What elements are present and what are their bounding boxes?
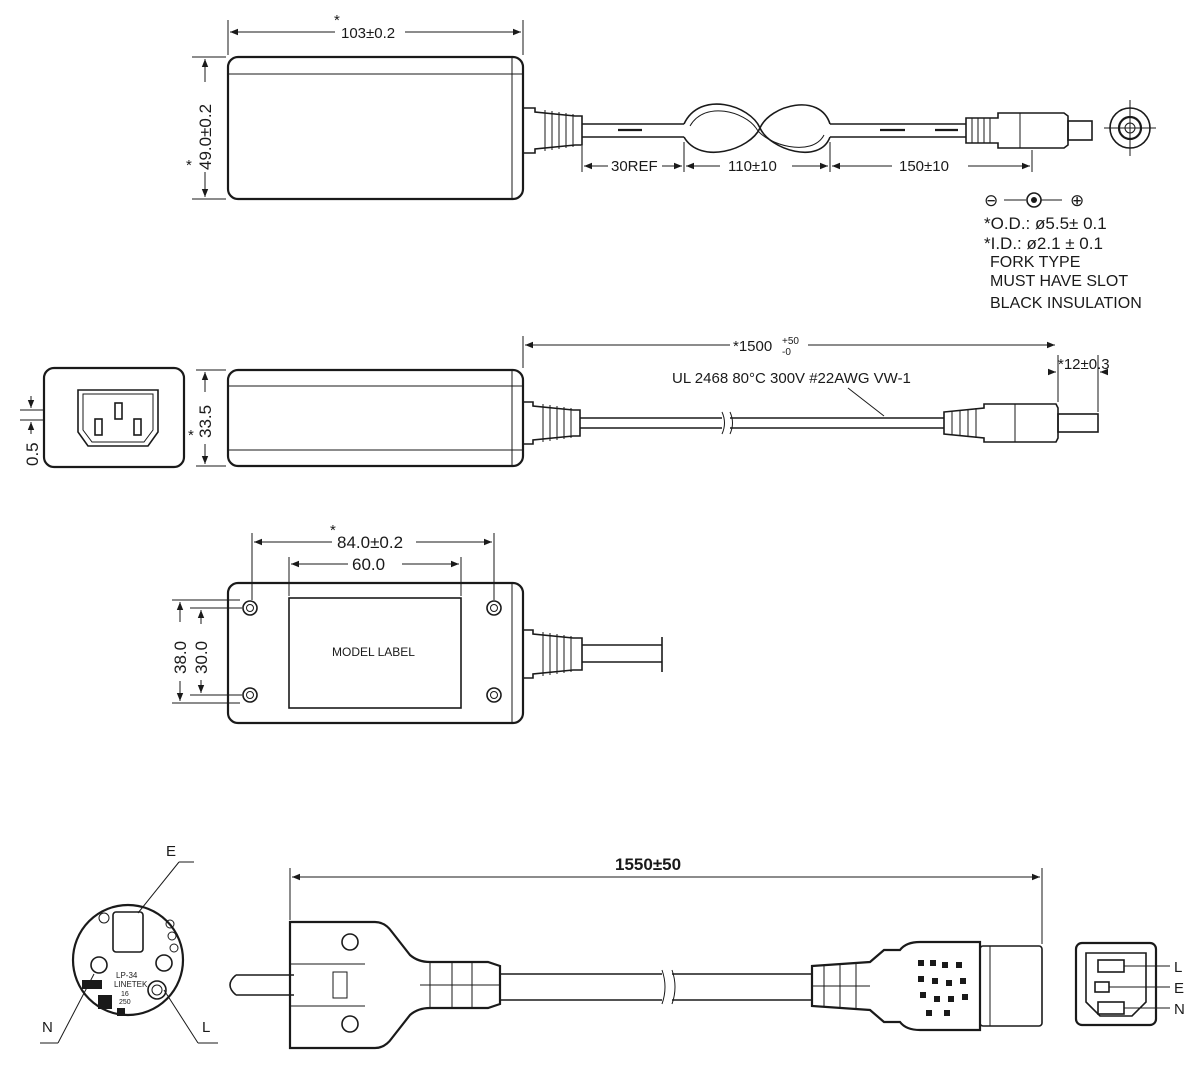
- model-label-text: MODEL LABEL: [332, 645, 415, 659]
- dc-cable-top: [582, 103, 966, 154]
- cable-length-label: *1500: [733, 338, 772, 355]
- schuko-e-label: E: [166, 843, 176, 860]
- top-view: * 103±0.2 49.0±0.2 * 30REF 110±10: [186, 12, 1156, 312]
- fork-type-note: FORK TYPE: [990, 254, 1080, 271]
- c13-l-label: L: [1174, 959, 1182, 976]
- strain-relief-top: [523, 107, 583, 154]
- schuko-plug-side: [229, 920, 502, 1050]
- hole-span-label: 84.0±0.2: [337, 533, 403, 552]
- adapter-body-top: [226, 55, 525, 201]
- c13-e-label: E: [1174, 980, 1184, 997]
- schuko-face-text-1: LP-34: [116, 971, 138, 980]
- cable-spec-callout: UL 2468 80°C 300V #22AWG VW-1: [672, 370, 911, 417]
- od-spec: *O.D.: ø5.5± 0.1: [984, 214, 1107, 233]
- cord-length-label: 1550±50: [615, 855, 681, 874]
- label-width-label: 60.0: [352, 555, 385, 574]
- insulation-note: BLACK INSULATION: [990, 295, 1142, 312]
- cable-spec-text: UL 2468 80°C 300V #22AWG VW-1: [672, 370, 911, 387]
- seg2-dim-label: 110±10: [728, 158, 777, 175]
- width-dim-label: 103±0.2: [341, 25, 395, 42]
- plug-end-view: [1104, 100, 1156, 156]
- thickness-dimension: 33.5 *: [188, 369, 226, 467]
- model-label-area: [288, 597, 462, 709]
- iec-inlet-end-view: 0.5: [20, 366, 186, 469]
- thickness-dim-label: 33.5: [196, 405, 215, 438]
- cable-length-dimension: *1500 +50 -0: [522, 336, 1055, 368]
- cable-tol-plus: +50: [782, 336, 799, 347]
- adapter-body-bottom: [226, 581, 525, 725]
- inner-height-label: 30.0: [192, 641, 211, 674]
- schuko-face-text-4: 250: [119, 999, 131, 1006]
- mounting-holes: [242, 600, 502, 703]
- slot-note: MUST HAVE SLOT: [990, 273, 1128, 290]
- cable-segment-dimensions: 30REF 110±10 150±10: [581, 142, 1033, 175]
- schuko-n-label: N: [42, 1019, 53, 1036]
- plug-length-dimension: *12±0.3: [1048, 355, 1110, 412]
- c13-connector-side: [810, 940, 1043, 1032]
- dc-plug-top: [965, 112, 1093, 149]
- thickness-star: *: [188, 427, 194, 444]
- seg1-dim-label: 30REF: [611, 158, 658, 175]
- plug-length-label: *12±0.3: [1058, 356, 1110, 373]
- strain-relief-bottom: [523, 629, 663, 679]
- polarity-symbol: ⊖ ⊕: [984, 191, 1084, 210]
- height-dimensions-bottom: 38.0 30.0: [171, 599, 242, 704]
- c13-n-label: N: [1174, 1001, 1185, 1018]
- cable-tol-minus: -0: [782, 347, 791, 358]
- label-width-dimension: 60.0: [288, 555, 462, 596]
- adapter-body-side: [226, 368, 525, 468]
- width-dimension: * 103±0.2: [227, 12, 524, 55]
- schuko-l-label: L: [202, 1019, 210, 1036]
- side-view: 0.5 33.5 *: [20, 336, 1110, 469]
- bottom-view: MODEL LABEL * 84.0±0.2: [171, 522, 663, 725]
- seg3-dim-label: 150±10: [899, 158, 949, 175]
- dc-plug-side: [943, 403, 1099, 443]
- plug-spec-notes: *O.D.: ø5.5± 0.1 *I.D.: ø2.1 ± 0.1 FORK …: [984, 214, 1142, 312]
- ac-cord: [500, 969, 812, 1005]
- cord-length-dimension: 1550±50: [289, 855, 1043, 944]
- strain-relief-side: [523, 401, 581, 445]
- schuko-face-text-2: LINETEK: [114, 980, 148, 989]
- dc-cable-side: [580, 411, 944, 435]
- plus-symbol: ⊕: [1070, 191, 1084, 210]
- height-dim-label: 49.0±0.2: [196, 104, 215, 170]
- id-spec: *I.D.: ø2.1 ± 0.1: [984, 234, 1103, 253]
- offset-dim-label: 0.5: [23, 442, 42, 466]
- power-cord-section: LP-34 LINETEK 16 250 E N L: [40, 843, 1185, 1050]
- schuko-plug-face: LP-34 LINETEK 16 250 E N L: [40, 843, 218, 1044]
- minus-symbol: ⊖: [984, 191, 998, 210]
- hole-span-star: *: [330, 522, 336, 539]
- height-dimension: 49.0±0.2 *: [186, 56, 226, 200]
- height-star: *: [186, 157, 192, 174]
- schuko-face-text-3: 16: [121, 991, 129, 998]
- hole-span-dimension: * 84.0±0.2: [251, 522, 495, 600]
- width-star: *: [334, 12, 340, 29]
- outer-height-label: 38.0: [171, 641, 190, 674]
- c13-connector-face: L E N: [1074, 941, 1185, 1027]
